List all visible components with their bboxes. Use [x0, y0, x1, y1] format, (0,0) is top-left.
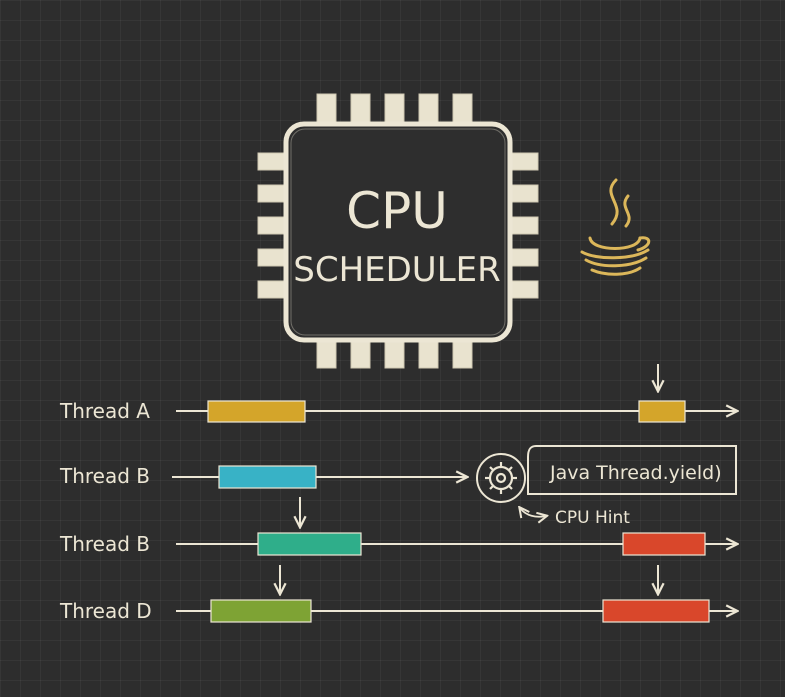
chip-title-scheduler: SCHEDULER — [293, 250, 501, 290]
cpu-chip: CPU SCHEDULER — [257, 93, 539, 369]
execution-block — [207, 400, 306, 423]
callout-text: Java Thread.yield) — [549, 462, 722, 484]
execution-block — [638, 400, 686, 423]
thread-lane-b: Thread B — [59, 464, 466, 526]
chip-pins-top — [316, 93, 473, 127]
chip-pins-left — [257, 152, 289, 299]
thread-label: Thread B — [59, 464, 150, 488]
yield-callout: Java Thread.yield) CPU Hint — [476, 445, 737, 528]
cpu-hint-label: CPU Hint — [555, 508, 630, 528]
thread-label: Thread A — [59, 399, 150, 423]
execution-block — [210, 599, 312, 623]
gear-icon — [485, 462, 517, 494]
execution-block — [218, 465, 317, 489]
chip-pins-bottom — [316, 337, 473, 369]
thread-label: Thread D — [59, 599, 152, 623]
java-coffee-cup-icon — [580, 178, 651, 276]
execution-block — [602, 599, 710, 623]
thread-label: Thread B — [59, 532, 150, 556]
thread-lane-b-second: Thread B — [59, 532, 736, 593]
thread-lane-a: Thread A — [59, 364, 736, 423]
execution-block — [622, 532, 706, 556]
callout-box — [527, 445, 737, 495]
chip-body — [283, 121, 513, 343]
chip-title-cpu: CPU — [346, 182, 448, 240]
hint-arrow — [520, 508, 546, 517]
execution-block — [257, 532, 362, 556]
gear-circle — [476, 453, 526, 503]
thread-lane-d: Thread D — [59, 599, 736, 623]
